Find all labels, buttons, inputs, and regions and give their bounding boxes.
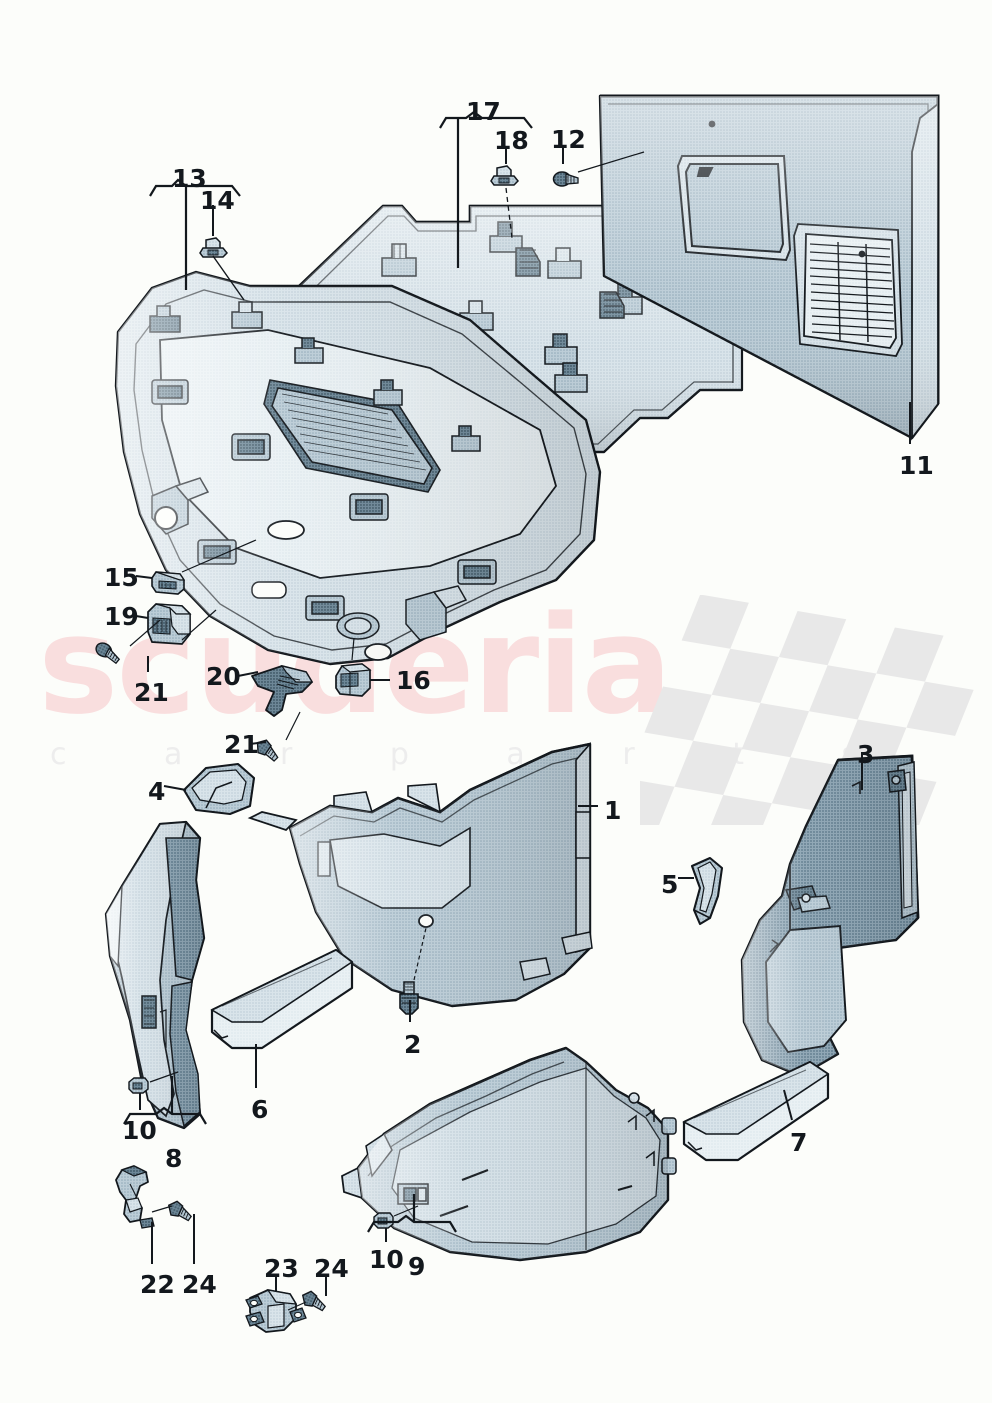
part-23-latch-striker-bracket (245, 1289, 307, 1333)
part-14-expanding-clip (199, 237, 229, 258)
callout-10-b[interactable]: 10 (369, 1245, 404, 1274)
callout-16[interactable]: 16 (396, 666, 431, 695)
callout-23[interactable]: 23 (264, 1254, 299, 1283)
part-15-retaining-clip-small (151, 571, 186, 595)
part-20-cable-guide-lever (251, 665, 314, 717)
callout-18[interactable]: 18 (494, 126, 529, 155)
callout-21-a[interactable]: 21 (134, 678, 169, 707)
part-13-rear-parcel-shelf (114, 270, 602, 666)
callout-5[interactable]: 5 (661, 870, 679, 899)
callout-14[interactable]: 14 (200, 186, 235, 215)
callout-15[interactable]: 15 (104, 563, 139, 592)
callout-11[interactable]: 11 (899, 451, 934, 480)
part-9-trim-panel-rear-wheel-housing (341, 1046, 677, 1262)
part-21-tapping-screw-a (92, 639, 124, 665)
callout-8[interactable]: 8 (165, 1144, 183, 1173)
part-24-hex-head-screw-a (164, 1198, 196, 1224)
callout-3[interactable]: 3 (857, 740, 875, 769)
callout-1[interactable]: 1 (604, 796, 622, 825)
callout-17[interactable]: 17 (466, 97, 501, 126)
callout-21-b[interactable]: 21 (224, 730, 259, 759)
part-4-trim-cap-cover (182, 762, 256, 816)
leader-lines (123, 110, 911, 1311)
callout-10-a[interactable]: 10 (122, 1116, 157, 1145)
part-5-trim-cap-cover-right (690, 856, 724, 926)
callout-4[interactable]: 4 (148, 777, 166, 806)
part-7-access-cover-flap-right (682, 1060, 830, 1162)
callout-7[interactable]: 7 (790, 1128, 808, 1157)
part-24-hex-head-screw-b (298, 1288, 330, 1314)
callout-19[interactable]: 19 (104, 602, 139, 631)
callout-12[interactable]: 12 (551, 125, 586, 154)
part-11-trunk-lid-inner-trim-panel (598, 94, 940, 441)
part-3-trim-panel-right-rear-quarter (740, 754, 920, 1078)
part-12-panel-fastener-screw (552, 171, 579, 187)
part-19-retaining-clip-large (147, 603, 192, 645)
part-16-mounting-bracket-clip (335, 663, 372, 697)
part-8-trim-panel-left-pillar (104, 820, 206, 1130)
part-18-expanding-clip-upper (490, 165, 520, 186)
callout-13[interactable]: 13 (172, 164, 207, 193)
callout-9[interactable]: 9 (408, 1252, 426, 1281)
part-22-release-lever-hook (115, 1165, 155, 1229)
callout-24-b[interactable]: 24 (314, 1254, 349, 1283)
callout-6[interactable]: 6 (251, 1095, 269, 1124)
part-1-trim-panel-left-rear-quarter (247, 741, 593, 1008)
callout-22[interactable]: 22 (140, 1270, 175, 1299)
callout-24-a[interactable]: 24 (182, 1270, 217, 1299)
part-6-access-cover-flap-left (210, 948, 354, 1050)
part-10-retaining-clip-b (373, 1212, 394, 1229)
part-10-retaining-clip-a (128, 1077, 149, 1094)
callout-20[interactable]: 20 (206, 662, 241, 691)
callout-2[interactable]: 2 (404, 1030, 422, 1059)
